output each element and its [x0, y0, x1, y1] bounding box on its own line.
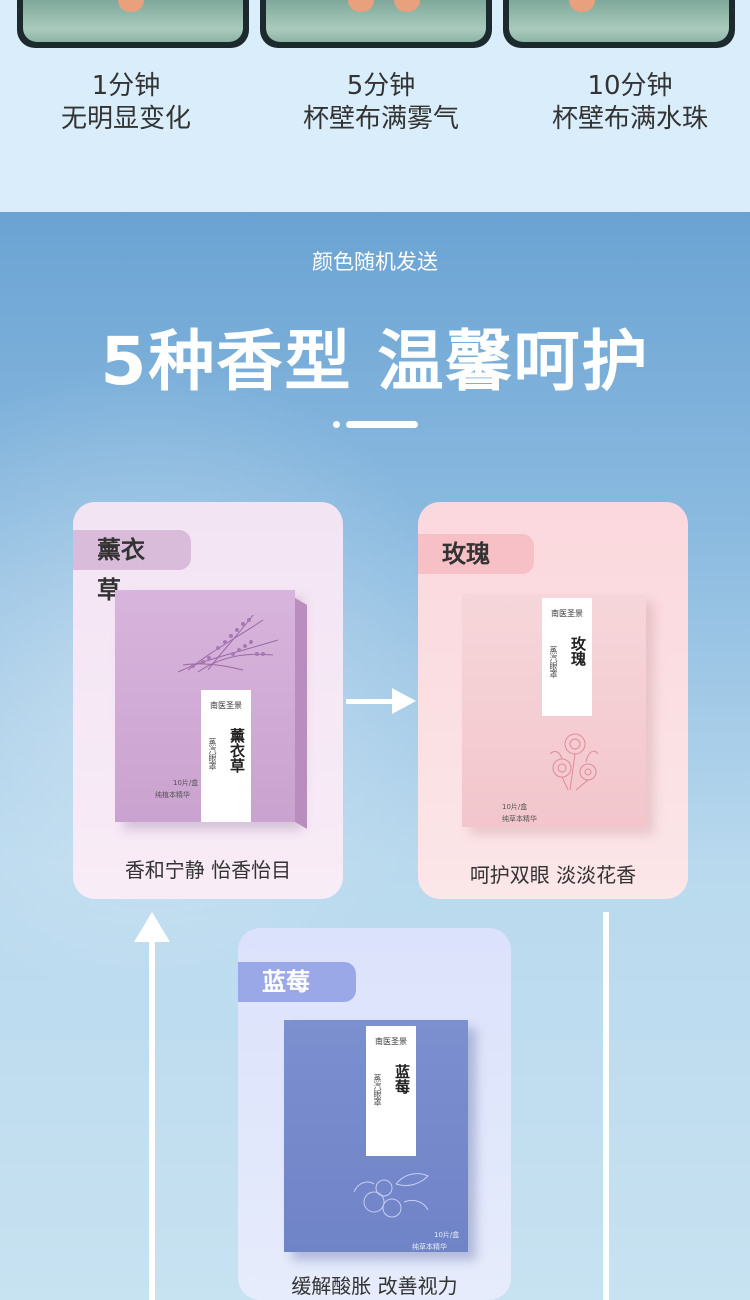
arrow-up-icon — [134, 912, 170, 1300]
step-1-time: 1分钟 — [91, 71, 161, 101]
blueberry-box-sub: 蒸汽眼罩 — [373, 1074, 382, 1106]
blueberry-icon — [353, 1173, 429, 1218]
blueberry-box-brand: 南医圣景 — [375, 1037, 407, 1046]
step-2-desc: 杯壁布满雾气 — [302, 104, 459, 134]
rose-box-image: 南医圣景 蒸汽眼罩 玫瑰 10片/盒 纯草本精华 — [462, 594, 646, 827]
rose-caption: 呵护双眼 淡淡花香 — [469, 863, 637, 887]
rose-card: 玫瑰 南医圣景 蒸汽眼罩 玫瑰 10片/盒 纯草本精华 呵护双眼 淡淡花香 — [418, 502, 688, 899]
lavender-box-image: 南医圣景 蒸汽眼罩 薰衣草 10片/盒 纯植本精华 — [115, 590, 295, 822]
blueberry-caption: 缓解酸胀 改善视力 — [291, 1274, 458, 1298]
lavender-box-name: 薰衣草 — [228, 728, 246, 773]
rose-box-small: 纯草本精华 — [502, 815, 537, 823]
step-1: 1分钟 无明显变化 — [10, 70, 242, 136]
rose-box-sub: 蒸汽眼罩 — [549, 646, 558, 678]
step-3-desc: 杯壁布满水珠 — [551, 104, 708, 134]
blueberry-tag: 蓝莓 — [238, 962, 356, 1002]
cup-photo-1 — [17, 0, 249, 48]
lavender-box-sub: 蒸汽眼罩 — [208, 738, 217, 770]
headline-divider — [333, 420, 423, 428]
step-2-time: 5分钟 — [346, 71, 416, 101]
rose-box-brand: 南医圣景 — [551, 609, 583, 618]
step-2: 5分钟 杯壁布满雾气 — [265, 70, 497, 136]
step-1-desc: 无明显变化 — [60, 104, 191, 134]
scent-section: 颜色随机发送 5种香型 温馨呵护 薰衣草 南医圣景 蒸汽眼罩 薰 — [0, 212, 750, 1300]
rose-box-count: 10片/盒 — [502, 803, 528, 811]
lavender-box-count: 10片/盒 — [173, 779, 199, 787]
lavender-box-label: 南医圣景 蒸汽眼罩 薰衣草 — [201, 690, 251, 822]
step-3: 10分钟 杯壁布满水珠 — [514, 70, 746, 136]
blueberry-box-label: 南医圣景 蒸汽眼罩 蓝莓 — [366, 1026, 416, 1156]
lavender-tag: 薰衣草 — [73, 530, 191, 604]
blueberry-box-count: 10片/盒 — [434, 1231, 460, 1239]
blueberry-card: 蓝莓 南医圣景 蒸汽眼罩 蓝莓 10片/盒 纯草本精华 缓解酸胀 改善视力 — [238, 928, 511, 1300]
blueberry-box-image: 南医圣景 蒸汽眼罩 蓝莓 10片/盒 纯草本精华 — [284, 1020, 468, 1252]
lavender-caption: 香和宁静 怡香怡目 — [124, 858, 292, 882]
lavender-box-brand: 南医圣景 — [210, 701, 242, 710]
blueberry-box-name: 蓝莓 — [393, 1064, 411, 1094]
rose-tag: 玫瑰 — [418, 534, 534, 574]
cup-photo-3 — [503, 0, 735, 48]
blueberry-box-small: 纯草本精华 — [412, 1243, 447, 1251]
rose-box-label: 南医圣景 蒸汽眼罩 玫瑰 — [542, 598, 592, 716]
rose-flower-icon — [549, 733, 599, 791]
lavender-box-small: 纯植本精华 — [155, 791, 190, 799]
lavender-flower-icon — [177, 614, 279, 673]
lavender-card: 薰衣草 南医圣景 蒸汽眼罩 薰衣草 10片/盒 纯植本精华 — [73, 502, 343, 899]
step-3-time: 10分钟 — [587, 71, 673, 101]
rose-box-name: 玫瑰 — [569, 636, 587, 666]
arrow-down-icon — [603, 912, 609, 1300]
arrow-right-icon — [346, 688, 416, 714]
steam-test-section: 1分钟 无明显变化 5分钟 杯壁布满雾气 10分钟 杯壁布满水珠 — [0, 0, 750, 212]
cup-photo-2 — [260, 0, 492, 48]
random-color-note: 颜色随机发送 — [312, 250, 438, 274]
section-headline: 5种香型 温馨呵护 — [100, 323, 650, 400]
